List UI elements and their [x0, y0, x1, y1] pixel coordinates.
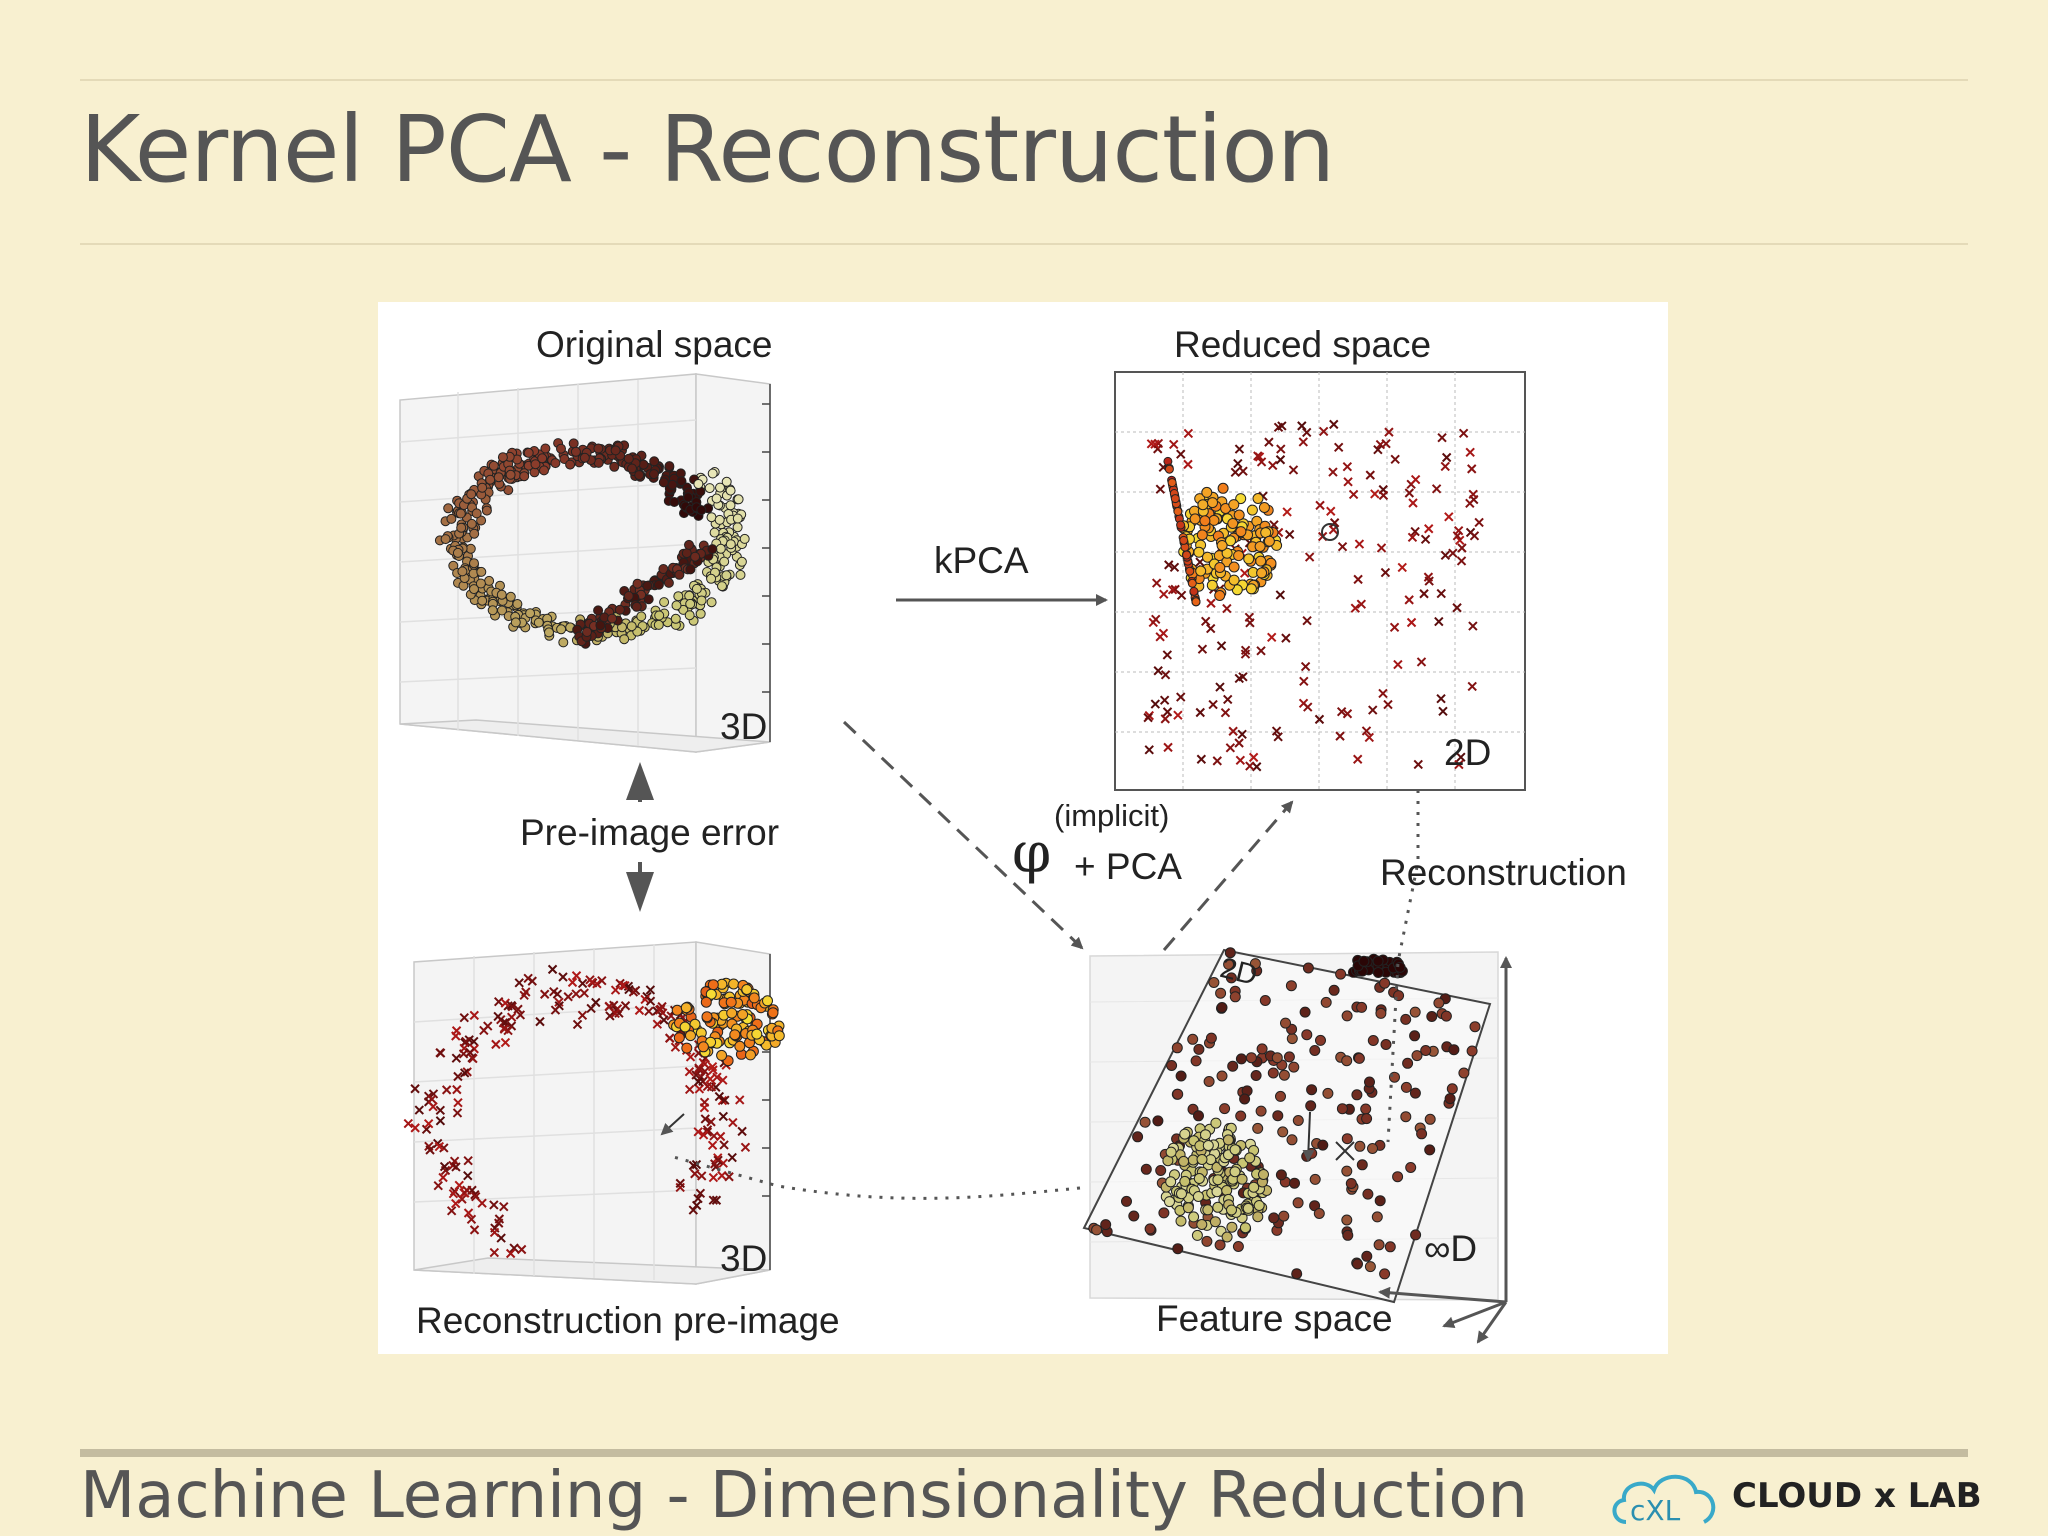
- title-rule: [80, 243, 1968, 245]
- top-rule: [80, 79, 1968, 81]
- plus-pca-label: + PCA: [1074, 846, 1182, 887]
- feature-axes-icon: [1378, 956, 1512, 1344]
- phi-symbol: φ: [1012, 821, 1052, 886]
- figure-canvas: [399, 371, 1526, 1344]
- svg-text:cXL: cXL: [1630, 1494, 1681, 1527]
- cxl-cloud-icon: cXL: [1612, 1474, 1716, 1527]
- reconstruction-path: [1386, 790, 1420, 1143]
- original-space-points: [434, 438, 750, 649]
- original-space-dim: 3D: [720, 706, 768, 747]
- preimage-local-arrow: [660, 1113, 685, 1136]
- feature-space-title: Feature space: [1156, 1298, 1393, 1339]
- preimage-dim: 3D: [720, 1238, 768, 1279]
- logo-text: CLOUD x LAB: [1732, 1476, 1982, 1516]
- reduced-space-title: Reduced space: [1174, 324, 1432, 365]
- reduced-space-points: [1143, 419, 1484, 772]
- preimage-title: Reconstruction pre-image: [416, 1300, 840, 1341]
- reconstruction-label: Reconstruction: [1380, 852, 1627, 893]
- original-space-title: Original space: [536, 324, 773, 365]
- footer-rule: [80, 1449, 1968, 1457]
- reduced-space-dim: 2D: [1444, 732, 1492, 773]
- cloudxlab-logo: cXL CLOUD x LAB: [1608, 1466, 1982, 1530]
- target-point-marker: [1321, 523, 1339, 541]
- phi-arrow: [842, 720, 1084, 950]
- kpca-figure: Original space 3D Reduced space 2D kPCA …: [378, 302, 1668, 1354]
- footer-title: Machine Learning - Dimensionality Reduct…: [80, 1459, 1529, 1533]
- feature-local-arrow: [1302, 1111, 1315, 1162]
- preimage-error-label: Pre-image error: [520, 812, 780, 853]
- kpca-label: kPCA: [934, 540, 1029, 581]
- feature-cross-marker: [1335, 1141, 1355, 1161]
- pca-arrow: [1162, 800, 1294, 951]
- slide-title: Kernel PCA - Reconstruction: [80, 96, 1335, 203]
- preimage-error-arrow: [626, 762, 654, 912]
- feature-space-dim: ∞D: [1424, 1228, 1478, 1269]
- feature-space-points: [1088, 947, 1481, 1280]
- preimage-points: [403, 964, 785, 1259]
- implicit-label: (implicit): [1054, 798, 1170, 833]
